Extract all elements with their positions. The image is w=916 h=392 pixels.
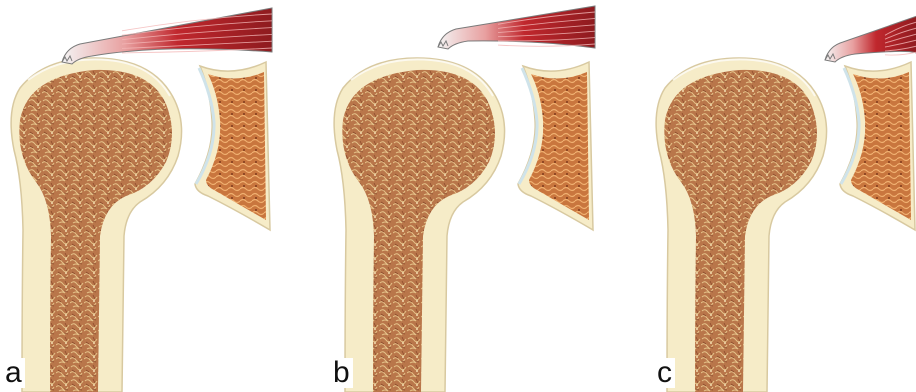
panel-a: a	[0, 0, 305, 392]
humerus	[656, 58, 826, 392]
rotator-cuff-tendon	[825, 16, 916, 62]
glenoid	[518, 62, 593, 230]
humerus	[11, 58, 181, 392]
panel-b-illustration	[323, 0, 628, 392]
panel-b: b	[323, 0, 628, 392]
panel-label-b: b	[331, 358, 353, 388]
glenoid	[195, 62, 270, 230]
glenoid	[840, 62, 915, 230]
panel-c: c	[645, 0, 916, 392]
panel-c-illustration	[645, 0, 916, 392]
panel-label-c: c	[655, 358, 675, 388]
rotator-cuff-tendon	[62, 8, 272, 64]
panel-a-illustration	[0, 0, 305, 392]
rotator-cuff-tendon	[438, 6, 595, 49]
panel-label-a: a	[3, 358, 25, 388]
humerus	[334, 58, 504, 392]
